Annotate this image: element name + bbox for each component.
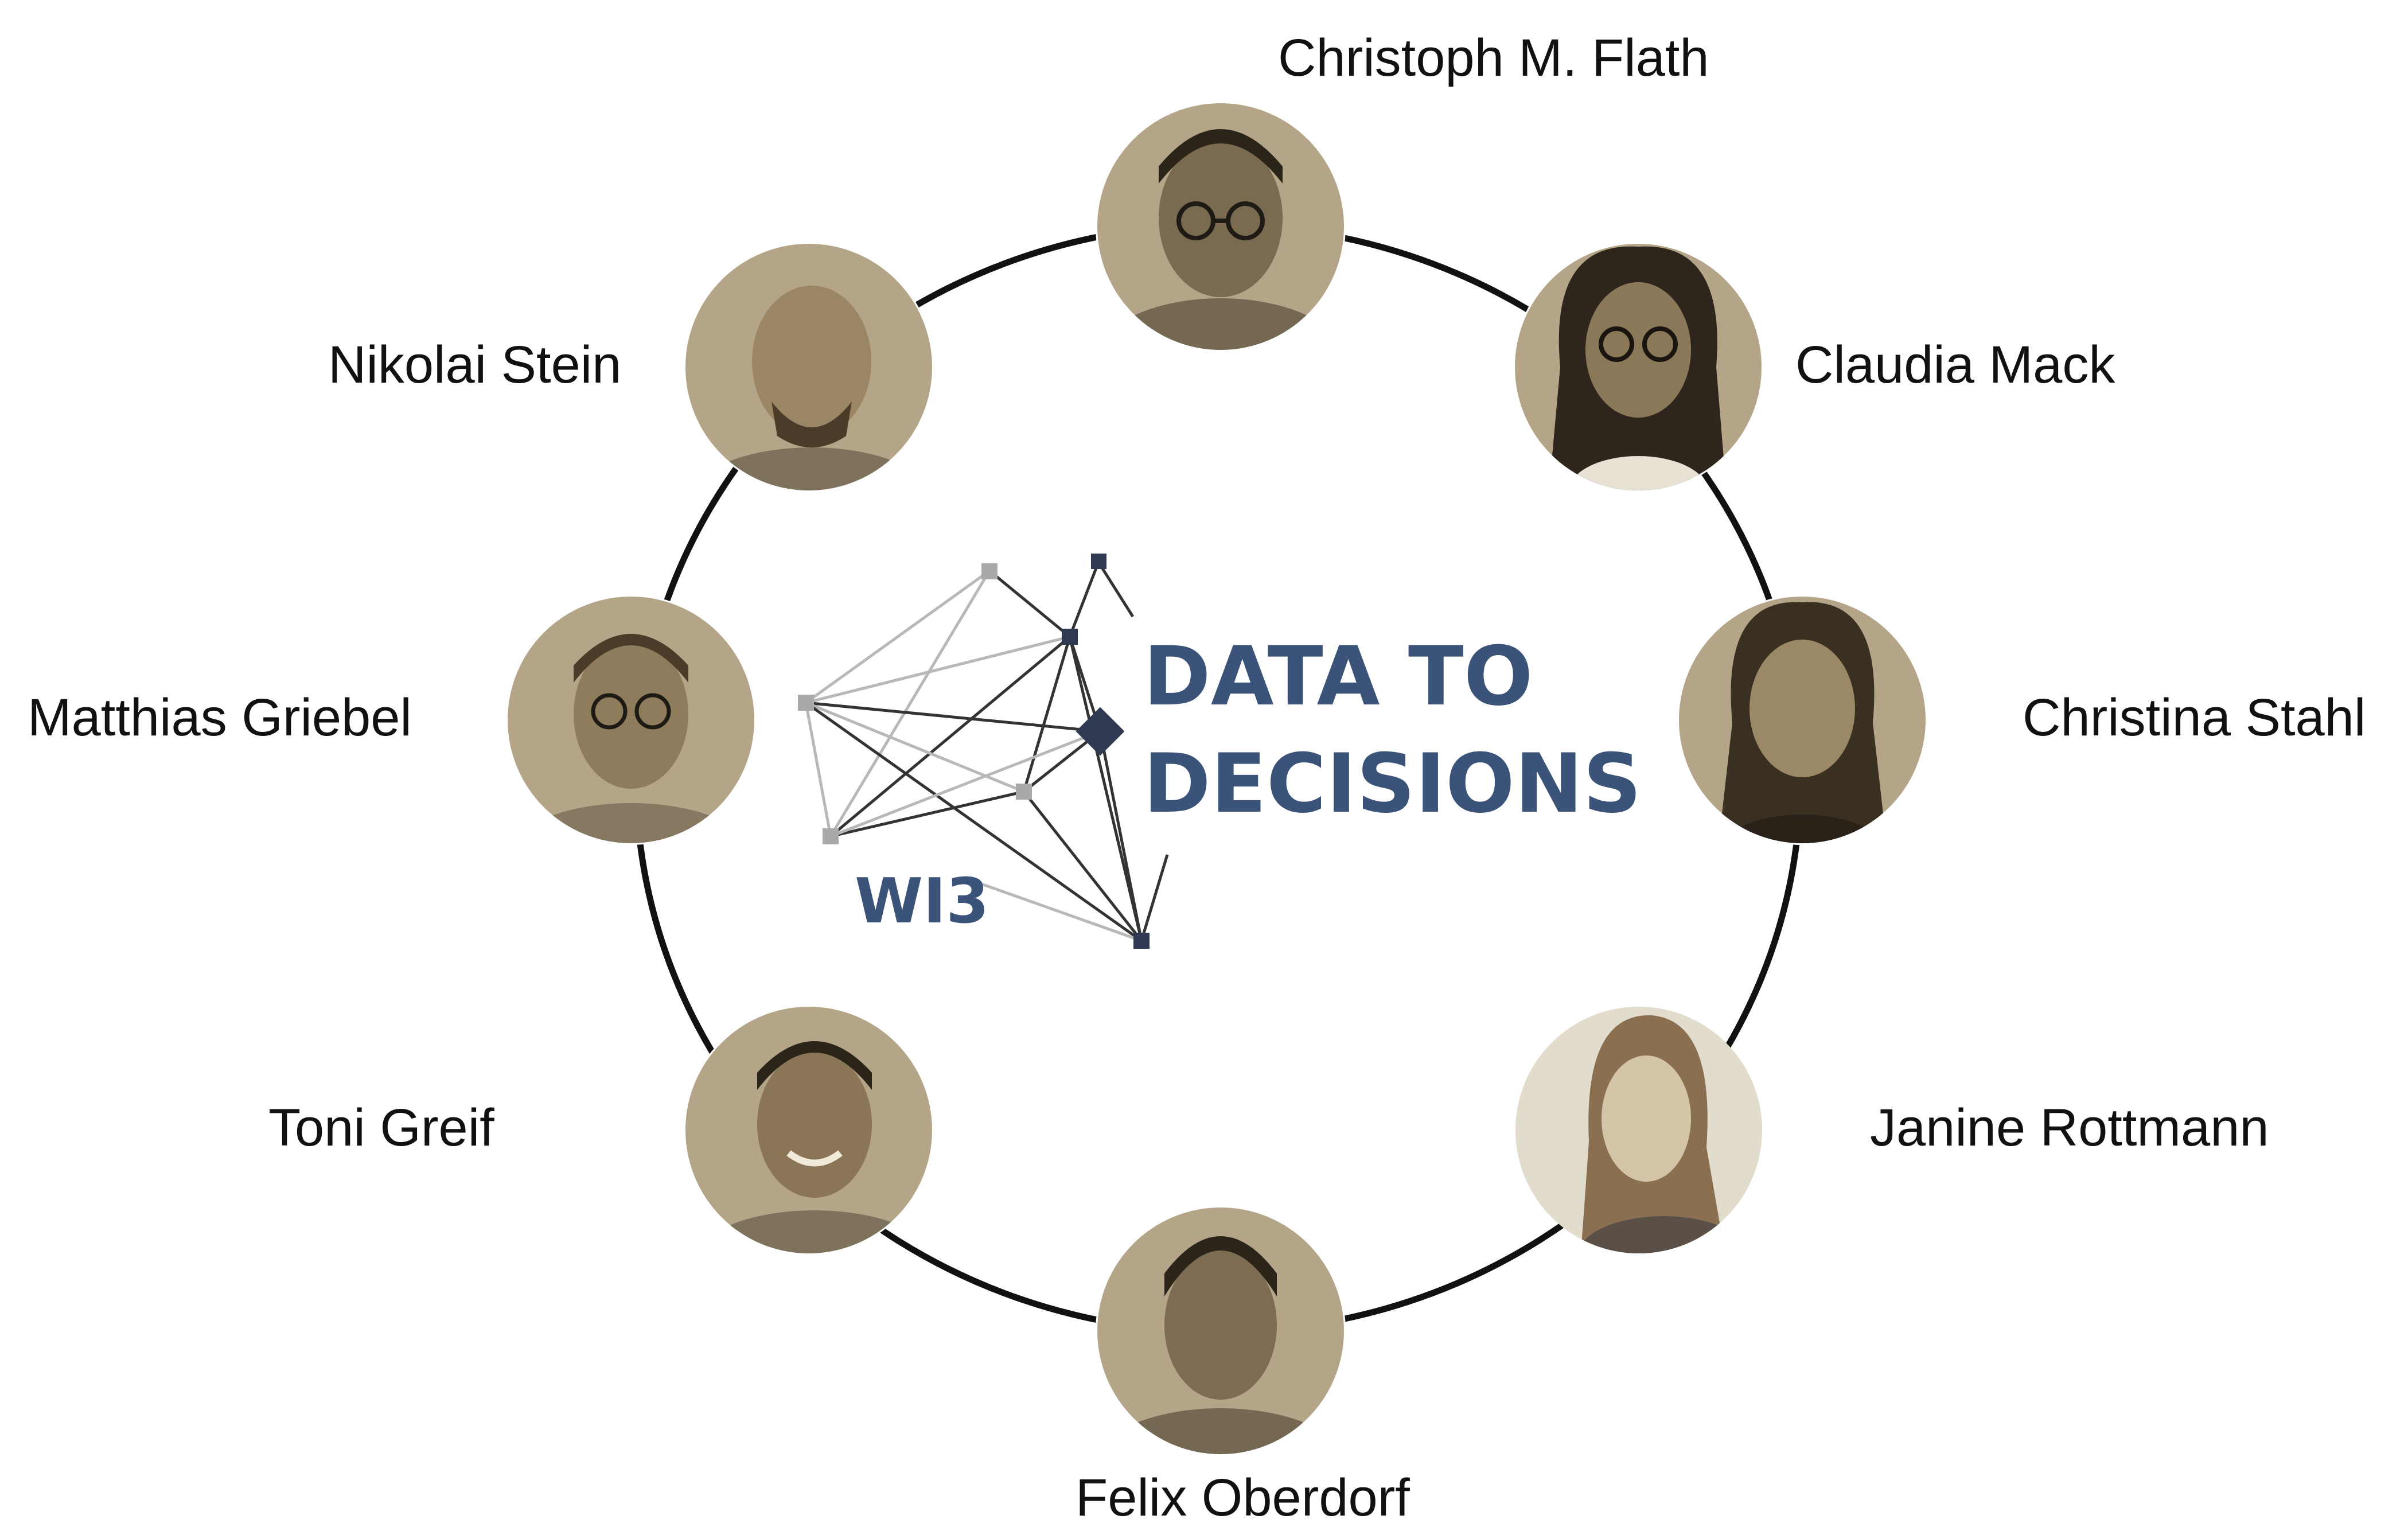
man-with-glasses-portrait-icon: [508, 597, 754, 843]
logo-node: [1062, 629, 1078, 645]
member-name-christoph-flath: Christoph M. Flath: [1278, 29, 1709, 87]
logo-title-line2: DECISIONS: [1143, 737, 1642, 831]
man-portrait-icon: [685, 1007, 932, 1253]
avatar-felix-oberdorf: [1096, 1206, 1346, 1456]
avatar-janine-rottmann: [1515, 1007, 1762, 1253]
avatar-christoph-flath: [1096, 102, 1346, 352]
woman-portrait-icon: [1679, 597, 1926, 843]
woman-portrait-light-icon: [1515, 1007, 1762, 1253]
avatar-toni-greif: [684, 1005, 934, 1255]
logo-node: [1091, 554, 1106, 569]
woman-with-glasses-portrait-icon: [1515, 244, 1762, 490]
man-portrait-icon: [1097, 1207, 1344, 1454]
member-name-toni-greif: Toni Greif: [268, 1098, 494, 1157]
member-name-felix-oberdorf: Felix Oberdorf: [1076, 1468, 1410, 1527]
avatar-claudia-mack: [1513, 242, 1763, 492]
logo-node: [1133, 933, 1150, 949]
logo-title-line1: DATA TO: [1143, 629, 1533, 724]
member-name-claudia-mack: Claudia Mack: [1795, 336, 2115, 394]
member-name-matthias-griebel: Matthias Griebel: [28, 688, 412, 747]
member-name-janine-rottmann: Janine Rottmann: [1870, 1098, 2269, 1157]
avatar-nikolai-stein: [684, 242, 934, 492]
man-with-glasses-portrait-icon: [1097, 103, 1344, 350]
avatar-matthias-griebel: [506, 595, 756, 845]
member-name-christina-stahl: Christina Stahl: [2023, 688, 2366, 747]
logo-node: [823, 828, 839, 844]
man-portrait-icon: [685, 244, 932, 490]
logo-node: [981, 563, 998, 579]
logo-node: [798, 695, 814, 711]
logo-badge-wi3: WI3: [855, 866, 989, 937]
logo-diamond-node: [1076, 707, 1125, 756]
logo-node: [1016, 784, 1032, 800]
member-name-nikolai-stein: Nikolai Stein: [328, 336, 622, 394]
avatar-christina-stahl: [1677, 595, 1927, 845]
